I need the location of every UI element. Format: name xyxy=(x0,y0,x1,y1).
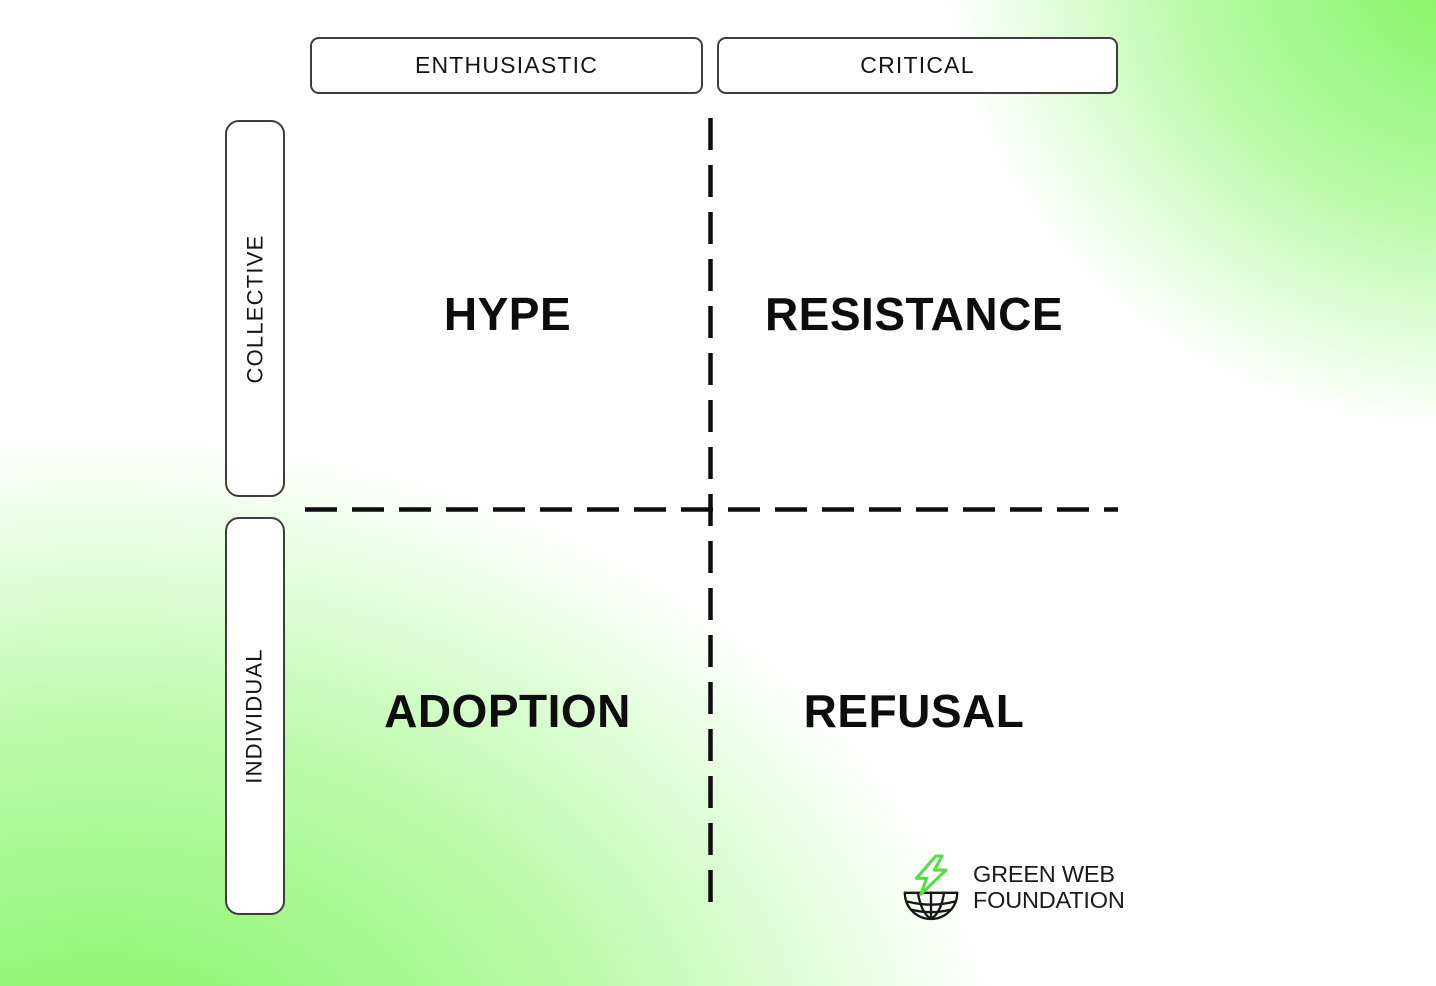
row-header-individual: INDIVIDUAL xyxy=(225,517,285,915)
quadrant-refusal: REFUSAL xyxy=(710,509,1118,913)
quadrant-label: HYPE xyxy=(443,287,572,340)
column-header-label: CRITICAL xyxy=(860,52,975,78)
logo-line-1: GREEN WEB xyxy=(973,861,1115,887)
column-header-label: ENTHUSIASTIC xyxy=(414,52,599,78)
quadrant-adoption: ADOPTION xyxy=(305,509,710,913)
row-header-collective: COLLECTIVE xyxy=(225,120,285,497)
quadrant-label: RESISTANCE xyxy=(764,287,1064,340)
lightning-bolt-globe-icon xyxy=(903,854,959,921)
column-header-critical: CRITICAL xyxy=(717,37,1118,94)
column-header-enthusiastic: ENTHUSIASTIC xyxy=(310,37,703,94)
logo-wordmark: GREEN WEB FOUNDATION xyxy=(973,861,1125,913)
globe-icon xyxy=(903,891,959,921)
green-web-foundation-logo: GREEN WEB FOUNDATION xyxy=(900,853,1125,921)
quadrant-label: ADOPTION xyxy=(384,685,631,737)
quadrant-hype: HYPE xyxy=(305,118,710,509)
row-header-label: INDIVIDUAL xyxy=(242,648,268,784)
lightning-bolt-icon xyxy=(914,854,948,896)
row-header-label: COLLECTIVE xyxy=(242,234,267,383)
logo-line-2: FOUNDATION xyxy=(973,887,1125,913)
quadrant-resistance: RESISTANCE xyxy=(710,118,1118,509)
quadrant-label: REFUSAL xyxy=(803,685,1025,737)
